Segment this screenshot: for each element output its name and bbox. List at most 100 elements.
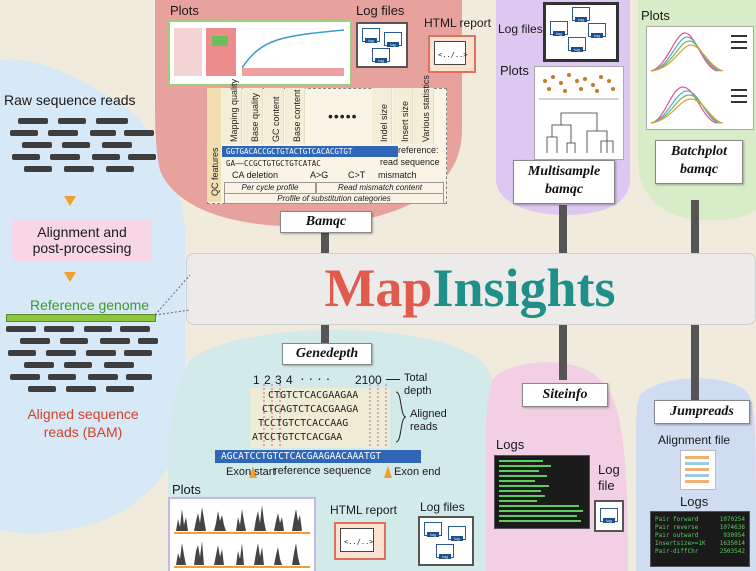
aligned-reads-graphic (4, 324, 174, 400)
batchplot-label-1: Batchplot (670, 144, 727, 159)
total-depth-label-1: Total (404, 372, 428, 384)
multisample-log-files-icon: log log log log (543, 2, 619, 62)
exon-start-label: Exon start (226, 466, 276, 478)
siteinfo-logs-label: Logs (496, 437, 525, 452)
bamqc-c-to-t: C>T (348, 170, 366, 180)
qc-features-label: QC features (210, 147, 220, 196)
bamqc-read-label: read sequence (380, 157, 440, 167)
genedepth-end-position: 2100 (355, 373, 382, 387)
multisample-connector (559, 205, 567, 255)
bamqc-log-files-label: Log files (356, 3, 405, 18)
qc-feature-various-statistics: Various statistics (414, 75, 434, 144)
genedepth-plots-thumbnail (168, 497, 316, 571)
arrow-down-icon (64, 272, 76, 282)
bamqc-plots-thumbnail (168, 20, 352, 86)
siteinfo-log-file-label-1: Log (598, 462, 620, 477)
raw-reads-graphic (10, 116, 170, 181)
arrow-up-icon (249, 466, 257, 478)
genedepth-aligned-label-1: Aligned (410, 408, 447, 420)
alignment-box: Alignment and post-processing (12, 219, 152, 261)
multisample-label-1: Multisample (527, 164, 601, 179)
arrow-left-icon (386, 379, 400, 380)
batchplot-plots-label: Plots (641, 8, 670, 23)
title-map: Map (324, 258, 433, 318)
siteinfo-log-file-icon: log (594, 500, 624, 532)
total-depth-label: Total depth (404, 372, 432, 398)
dashed-connector (154, 274, 191, 316)
qc-feature-base-content: Base content (285, 88, 305, 144)
raw-reads-label: Raw sequence reads (4, 92, 136, 108)
genedepth-positions: 1 2 3 4 (253, 373, 294, 387)
genedepth-reference-label: reference sequence (274, 465, 372, 477)
main-title: MapInsights (186, 255, 754, 321)
left-panel-blob (0, 59, 185, 534)
bamqc-reference-seq: GGTGACACCGCTGTACTGTCACACGTGT (222, 146, 398, 157)
bamqc-plots-label: Plots (170, 3, 199, 18)
aligned-reads-label: Aligned sequence reads (BAM) (8, 405, 158, 441)
qc-feature-base-quality: Base quality (243, 88, 263, 144)
qc-features-header: QC features (207, 88, 221, 202)
genedepth-html-report-label: HTML report (330, 503, 397, 517)
genedepth-dots: · · · · (300, 370, 331, 386)
genedepth-log-files-label: Log files (420, 500, 465, 514)
genedepth-plots-label: Plots (172, 482, 201, 497)
genedepth-connector (321, 322, 329, 344)
genedepth-html-report-icon: <../..> (334, 522, 386, 560)
genedepth-read-1: CTGTCTCACGAAGAA (268, 390, 359, 401)
multisample-log-files-label: Log files (498, 22, 543, 36)
aligned-reads-label-2: reads (BAM) (43, 424, 123, 440)
genedepth-aligned-label-2: reads (410, 421, 438, 433)
genedepth-aligned-reads-label: Aligned reads (410, 408, 447, 434)
arrow-down-icon (64, 196, 76, 206)
qc-feature-indel-size: Indel size (372, 88, 392, 144)
alignment-label-1: Alignment and (37, 224, 127, 240)
bamqc-mismatch: mismatch (378, 170, 417, 180)
bamqc-substitution: Profile of substitution categories (224, 193, 444, 204)
jumpreads-alignment-file-icon (680, 450, 716, 490)
total-depth-label-2: depth (404, 385, 432, 397)
siteinfo-log-terminal (494, 455, 590, 529)
siteinfo-connector (559, 322, 567, 380)
genedepth-module-label[interactable]: Genedepth (282, 343, 372, 365)
jumpreads-alignment-file-label: Alignment file (658, 433, 731, 447)
aligned-reads-brace (395, 391, 407, 443)
batchplot-plots-thumbnail (646, 26, 754, 130)
genedepth-read-2: CTCAGTCTCACGAAGA (262, 404, 359, 415)
genedepth-read-3: TCCTGTCTCACCAAG (258, 418, 349, 429)
bamqc-html-report-label: HTML report (424, 16, 491, 30)
multisample-label-2: bamqc (544, 182, 584, 197)
jumpreads-connector (691, 322, 699, 400)
jumpreads-logs-label: Logs (680, 494, 709, 509)
qc-feature-insert-size: Insert size (393, 88, 413, 144)
aligned-reads-label-1: Aligned sequence (27, 406, 139, 422)
siteinfo-log-file-label-2: file (598, 478, 615, 493)
title-box (186, 253, 756, 325)
batchplot-module-label[interactable]: Batchplot bamqc (655, 140, 743, 184)
batchplot-label-2: bamqc (679, 162, 719, 177)
genedepth-reference-seq: AGCATCCTGTCTCACGAAGAACAAATGT (215, 450, 421, 463)
arrow-up-icon (384, 466, 392, 478)
reference-genome-bar (6, 314, 156, 322)
title-insights: Insights (432, 258, 616, 318)
multisample-module-label[interactable]: Multisample bamqc (513, 160, 615, 204)
multisample-plots-thumbnail (534, 66, 624, 160)
multisample-plots-label: Plots (500, 63, 529, 78)
bamqc-a-to-g: A>G (310, 170, 329, 180)
siteinfo-module-label[interactable]: Siteinfo (522, 383, 608, 407)
siteinfo-log-file-label: Log file (598, 462, 620, 494)
jumpreads-module-label[interactable]: Jumpreads (654, 400, 750, 424)
qc-feature-mapping-quality: Mapping quality (222, 79, 242, 144)
reference-genome-label: Reference genome (30, 297, 150, 313)
bamqc-module-label[interactable]: Bamqc (280, 211, 372, 233)
bamqc-read-seq: GA——CCGCTGTGCTGTCATAC (226, 159, 321, 168)
bamqc-ca-deletion: CA deletion (232, 170, 279, 180)
genedepth-dashed-columns (263, 384, 387, 448)
bamqc-html-report-icon: <../..> (428, 35, 476, 73)
